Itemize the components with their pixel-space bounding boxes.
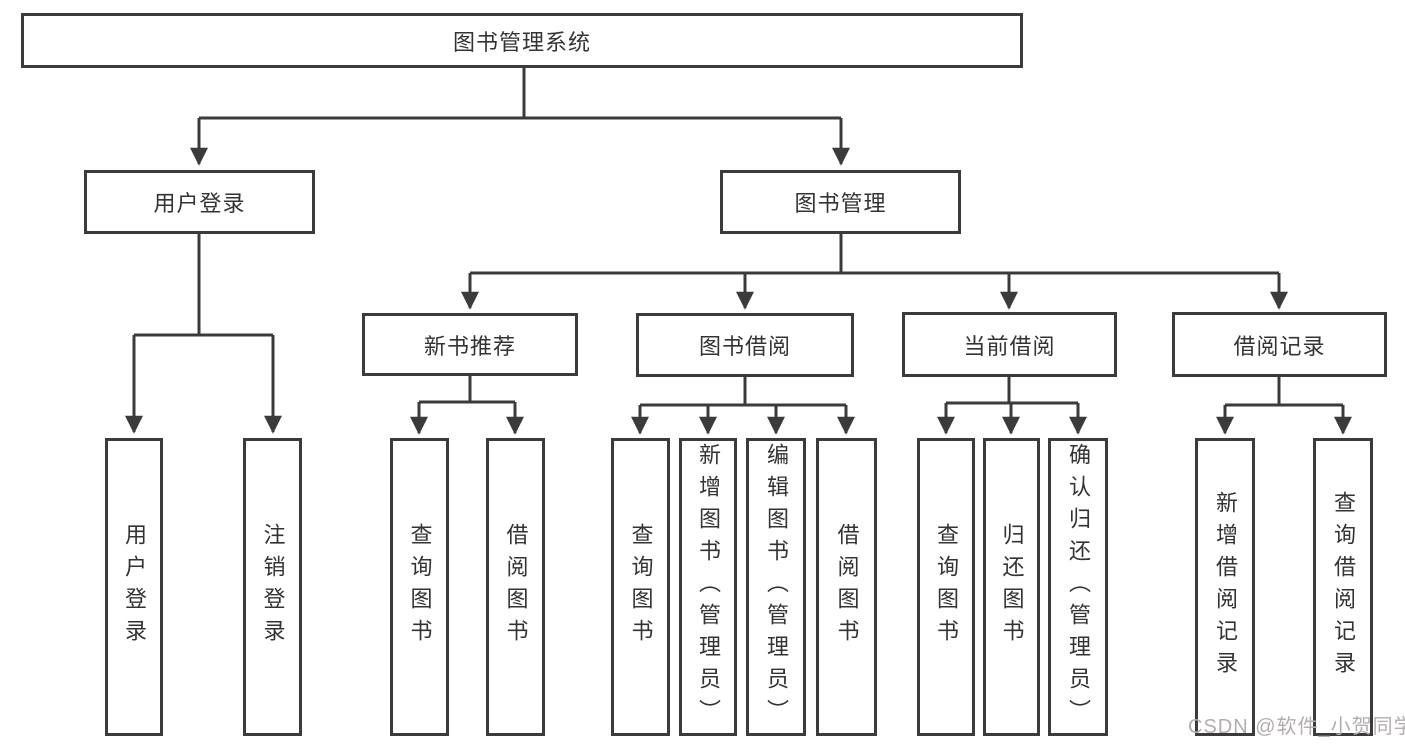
leaf-add-books-admin: 新增图书（管理员） bbox=[679, 438, 737, 736]
leaf-label: 借阅图书 bbox=[503, 523, 529, 651]
node-root-system: 图书管理系统 bbox=[21, 13, 1023, 68]
node-user-login: 用户登录 bbox=[84, 170, 315, 234]
leaf-query-books-borrow: 查询图书 bbox=[611, 438, 670, 736]
leaf-label: 确认归还（管理员） bbox=[1066, 443, 1091, 731]
leaf-label: 归还图书 bbox=[999, 523, 1025, 651]
node-borrow-records: 借阅记录 bbox=[1172, 312, 1387, 377]
leaf-user-login: 用户登录 bbox=[105, 438, 163, 736]
leaf-label: 编辑图书（管理员） bbox=[764, 443, 789, 731]
leaf-query-books-current: 查询图书 bbox=[917, 438, 975, 736]
leaf-borrow-books-recommend: 借阅图书 bbox=[486, 438, 545, 736]
leaf-label: 新增借阅记录 bbox=[1213, 491, 1238, 683]
leaf-logout: 注销登录 bbox=[243, 438, 302, 736]
leaf-label: 用户登录 bbox=[122, 523, 147, 651]
leaf-borrow-books: 借阅图书 bbox=[816, 438, 877, 736]
leaf-add-borrow-record: 新增借阅记录 bbox=[1195, 438, 1255, 736]
node-new-book-recommend: 新书推荐 bbox=[362, 313, 578, 376]
leaf-label: 查询图书 bbox=[934, 523, 959, 651]
leaf-return-books: 归还图书 bbox=[983, 438, 1040, 736]
csdn-watermark: CSDN @软件_小贺同学 bbox=[1188, 716, 1405, 738]
leaf-confirm-return-admin: 确认归还（管理员） bbox=[1048, 438, 1108, 736]
leaf-query-borrow-record: 查询借阅记录 bbox=[1313, 438, 1373, 736]
leaf-edit-books-admin: 编辑图书（管理员） bbox=[746, 438, 806, 736]
node-current-borrow: 当前借阅 bbox=[902, 312, 1117, 377]
leaf-label: 查询借阅记录 bbox=[1331, 491, 1356, 683]
leaf-label: 注销登录 bbox=[260, 523, 286, 651]
node-book-management: 图书管理 bbox=[720, 170, 961, 234]
leaf-label: 查询图书 bbox=[628, 523, 654, 651]
leaf-label: 查询图书 bbox=[407, 523, 433, 651]
leaf-label: 借阅图书 bbox=[834, 523, 860, 651]
leaf-label: 新增图书（管理员） bbox=[696, 443, 721, 731]
node-book-borrow: 图书借阅 bbox=[636, 313, 854, 377]
leaf-query-books-recommend: 查询图书 bbox=[390, 438, 449, 736]
